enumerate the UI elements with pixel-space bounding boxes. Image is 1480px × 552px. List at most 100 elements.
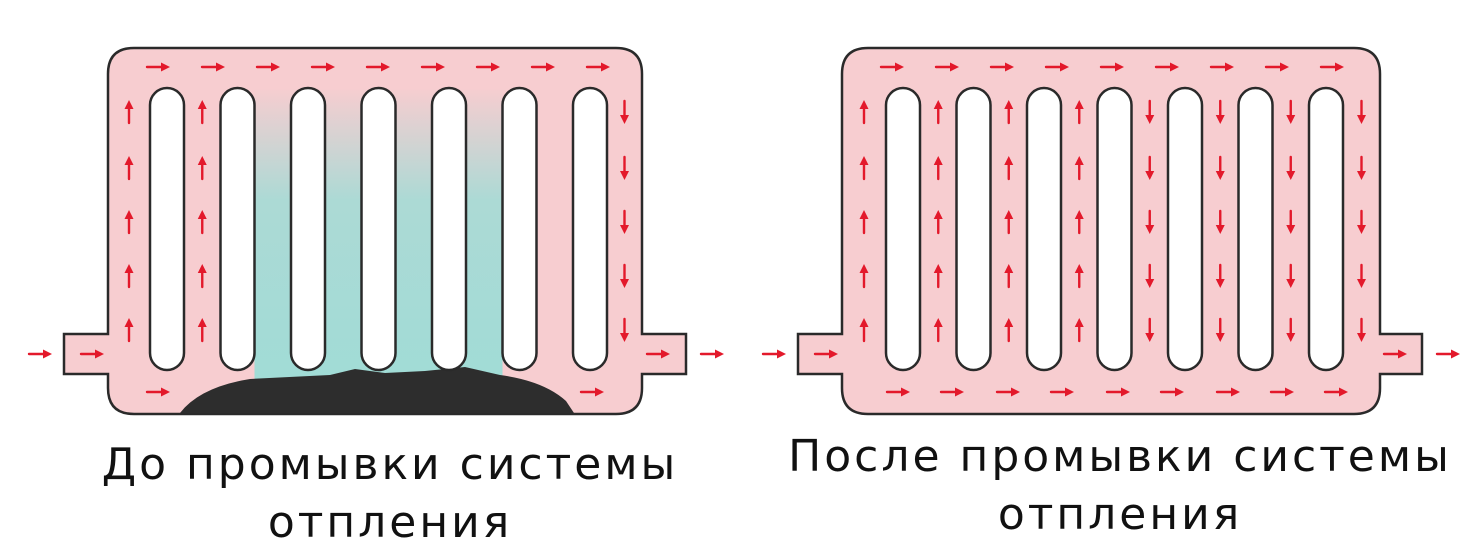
- flow-arrow-up: [1004, 264, 1014, 289]
- flow-arrow-right: [1105, 387, 1130, 397]
- flow-arrow-down: [1145, 209, 1155, 234]
- flow-arrow-right: [365, 62, 390, 72]
- flow-arrow-up: [124, 318, 134, 343]
- flow-arrow-right: [1099, 62, 1124, 72]
- flow-arrow-up: [933, 210, 943, 235]
- radiator-gap: [501, 86, 538, 372]
- flow-arrow-down: [1357, 263, 1366, 288]
- radiator-gap: [219, 86, 256, 372]
- flow-arrow-down: [1357, 155, 1366, 180]
- flow-arrow-up: [859, 100, 869, 125]
- caption-before-line2: отпления: [267, 497, 513, 548]
- caption-after-line2: отпления: [997, 489, 1243, 540]
- radiator-gap: [430, 86, 468, 372]
- flow-arrow-up: [1004, 318, 1014, 343]
- flow-arrow-up: [124, 100, 134, 125]
- caption-before-flushing: До промывки системы отпления: [40, 436, 740, 552]
- flow-arrow-down: [1215, 263, 1225, 288]
- flow-arrow-up: [933, 156, 943, 181]
- flow-arrow-right: [934, 62, 959, 72]
- flow-arrow-up: [197, 156, 207, 181]
- flow-arrow-right: [645, 349, 670, 359]
- flow-arrow-right: [1209, 62, 1234, 72]
- flow-arrow-right: [255, 62, 280, 72]
- flow-arrow-up: [1074, 210, 1084, 235]
- flow-arrow-right: [79, 349, 104, 359]
- caption-after-line1: После промывки системы: [788, 431, 1452, 482]
- flow-arrow-down: [620, 263, 629, 288]
- radiator-gap: [571, 86, 609, 372]
- flow-arrow-right: [813, 349, 838, 359]
- flow-arrow-right: [1154, 62, 1179, 72]
- flow-arrow-up: [1004, 156, 1014, 181]
- flow-arrow-up: [859, 156, 869, 181]
- flow-arrow-up: [933, 318, 943, 343]
- flow-arrow-up: [859, 318, 869, 343]
- flow-arrow-down: [1145, 155, 1155, 180]
- flow-arrow-up: [197, 210, 207, 235]
- radiator-gap: [955, 86, 992, 372]
- flow-arrow-right: [200, 62, 225, 72]
- flow-arrow-right: [1049, 387, 1074, 397]
- flow-arrow-right: [310, 62, 335, 72]
- caption-after-flushing: После промывки системы отпления: [760, 428, 1480, 544]
- flow-arrow-right: [939, 387, 964, 397]
- flow-arrow-up: [197, 100, 207, 125]
- flow-arrow-down: [1145, 263, 1155, 288]
- flow-arrow-right: [885, 387, 910, 397]
- flow-arrow-down: [1145, 99, 1155, 124]
- flow-arrow-down: [1286, 317, 1296, 342]
- flow-arrow-right: [530, 62, 555, 72]
- flow-arrow-up: [197, 318, 207, 343]
- flow-arrow-up: [124, 156, 134, 181]
- flow-arrow-up: [124, 264, 134, 289]
- radiator-gap: [148, 86, 186, 372]
- flow-arrow-up: [1004, 210, 1014, 235]
- flow-arrow-down: [1357, 99, 1366, 124]
- flow-arrow-up: [1074, 318, 1084, 343]
- flow-arrow-down: [1215, 155, 1225, 180]
- flow-arrow-right: [145, 387, 170, 397]
- flow-arrow-right: [879, 62, 904, 72]
- flow-arrow-right: [699, 349, 724, 359]
- flow-arrow-right: [585, 62, 610, 72]
- flow-arrow-down: [1286, 263, 1296, 288]
- flow-arrow-right: [1215, 387, 1240, 397]
- caption-before-line1: До промывки системы: [101, 439, 679, 490]
- flow-arrow-down: [620, 317, 629, 342]
- flow-arrow-up: [859, 264, 869, 289]
- flow-arrow-down: [1357, 317, 1366, 342]
- radiator-after-flushing: [761, 46, 1460, 416]
- flow-arrow-right: [989, 62, 1014, 72]
- flow-arrow-right: [1159, 387, 1184, 397]
- flow-arrow-up: [197, 264, 207, 289]
- radiator-gap: [884, 86, 922, 372]
- flow-arrow-right: [420, 62, 445, 72]
- flow-arrow-right: [475, 62, 500, 72]
- flow-arrow-up: [1074, 100, 1084, 125]
- flow-arrow-up: [933, 264, 943, 289]
- flow-arrow-right: [27, 349, 52, 359]
- flow-arrow-down: [620, 99, 629, 124]
- flow-arrow-down: [1215, 99, 1225, 124]
- flow-arrow-down: [1145, 317, 1155, 342]
- flow-arrow-right: [761, 349, 786, 359]
- flow-arrow-right: [1323, 387, 1348, 397]
- flow-arrow-up: [859, 210, 869, 235]
- flow-arrow-right: [145, 62, 170, 72]
- flow-arrow-down: [1357, 209, 1366, 234]
- flow-arrow-down: [620, 209, 629, 234]
- sludge-deposit: [180, 367, 574, 413]
- flow-arrow-down: [1215, 209, 1225, 234]
- radiator-before-flushing: [27, 46, 724, 416]
- radiator-gap: [1307, 86, 1345, 372]
- flow-arrow-down: [1286, 99, 1296, 124]
- radiator-gap: [1237, 86, 1274, 372]
- flow-arrow-right: [1269, 387, 1294, 397]
- flow-arrow-up: [124, 210, 134, 235]
- radiator-gap: [360, 86, 397, 372]
- radiator-gap: [289, 86, 327, 372]
- flow-arrow-down: [1286, 155, 1296, 180]
